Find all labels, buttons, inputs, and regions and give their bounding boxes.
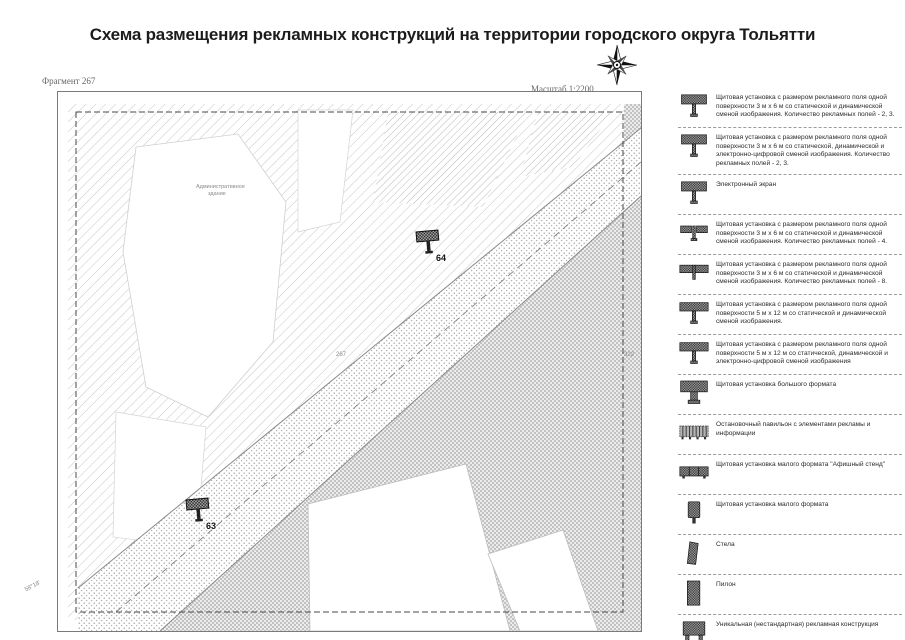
billboard-3x6-icon (678, 179, 710, 208)
legend-item-text: Остановочный павильон с элементами рекла… (716, 420, 871, 437)
legend-item: Пилон (678, 575, 902, 615)
billboard-5x12-icon (678, 299, 710, 328)
legend-item-text: Щитовая установка с размером рекламного … (716, 134, 890, 168)
afisha-stand-icon (678, 459, 710, 488)
map-road-number: 267 (336, 352, 347, 358)
map-marker-64-label: 64 (436, 253, 446, 263)
road-edge (159, 195, 641, 631)
legend-item-text: Щитовая установка с размером рекламного … (716, 94, 895, 119)
page-title: Схема размещения рекламных конструкций н… (89, 25, 816, 45)
unique-icon (678, 619, 710, 640)
map-building-label-line2: здание (208, 191, 226, 197)
map-street (297, 109, 354, 233)
billboard-double-wide-icon (678, 259, 710, 288)
billboard-big-icon (678, 379, 710, 408)
legend-item: Щитовая установка с размером рекламного … (678, 255, 902, 295)
road-centerline (115, 161, 641, 613)
legend-item: Электронный экран (678, 175, 902, 215)
legend-item-text: Щитовая установка с размером рекламного … (716, 340, 888, 366)
map-lot (307, 463, 511, 631)
legend-item: Уникальная (нестандартная) рекламная кон… (678, 615, 902, 640)
legend-item-text: Щитовая установка малого формата (716, 500, 829, 508)
billboard-5x12-icon (678, 339, 710, 368)
legend-item: Щитовая установка с размером рекламного … (678, 88, 902, 128)
map-block (373, 112, 528, 207)
map-lot (487, 529, 599, 631)
legend-item-text: Стела (716, 540, 735, 548)
map-edge-strip (624, 104, 641, 620)
billboard-3x6-icon (678, 132, 710, 161)
map-road (78, 128, 641, 631)
legend-item-text: Электронный экран (716, 180, 777, 188)
billboard-3x6-icon (678, 92, 710, 121)
map-block (520, 112, 613, 177)
legend-item: Остановочный павильон с элементами рекла… (678, 415, 902, 455)
map-edge-number: 322 (624, 352, 635, 358)
legend-item-text: Щитовая установка с размером рекламного … (716, 300, 887, 326)
small-format-icon (678, 499, 710, 528)
pavilion-icon (678, 419, 710, 448)
legend-item-text: Уникальная (нестандартная) рекламная кон… (716, 620, 879, 628)
legend-item: Щитовая установка малого формата "Афишны… (678, 455, 902, 495)
legend-item: Щитовая установка малого формата (678, 495, 902, 535)
map-canvas: Административное здание 267 322 64 63 (58, 92, 641, 631)
legend-item-text: Щитовая установка малого формата "Афишны… (716, 460, 886, 468)
scale-label: Масштаб 1:2200 (531, 84, 594, 94)
fragment-label: Фрагмент 267 (42, 76, 96, 86)
legend-item: Щитовая установка большого формата (678, 375, 902, 415)
legend-item: Щитовая установка с размером рекламного … (678, 215, 902, 255)
road-edge (77, 127, 641, 589)
legend: Щитовая установка с размером рекламного … (678, 88, 902, 640)
map-marker-63 (185, 497, 210, 522)
legend-item: Щитовая установка с размером рекламного … (678, 295, 902, 335)
pylon-icon (678, 579, 710, 608)
legend-item-text: Щитовая установка с размером рекламного … (716, 220, 888, 246)
fragment-dashed-border (75, 111, 624, 613)
compass-rose-icon (596, 44, 638, 86)
billboard-double-small-icon (678, 219, 710, 248)
map-marker-64 (415, 229, 440, 254)
legend-item-text: Щитовая установка большого формата (716, 380, 837, 388)
map-marker-63-label: 63 (206, 521, 216, 531)
map-open-area (122, 133, 287, 418)
map-building-label-line1: Административное (196, 184, 245, 190)
legend-item: Щитовая установка с размером рекламного … (678, 128, 902, 175)
stela-icon (678, 539, 710, 568)
corner-coordinate-label: 58°18' (24, 580, 42, 594)
legend-item: Щитовая установка с размером рекламного … (678, 335, 902, 375)
map: Административное здание 267 322 64 63 (57, 91, 642, 632)
legend-item: Стела (678, 535, 902, 575)
legend-item-text: Щитовая установка с размером рекламного … (716, 260, 888, 286)
legend-item-text: Пилон (716, 580, 736, 588)
